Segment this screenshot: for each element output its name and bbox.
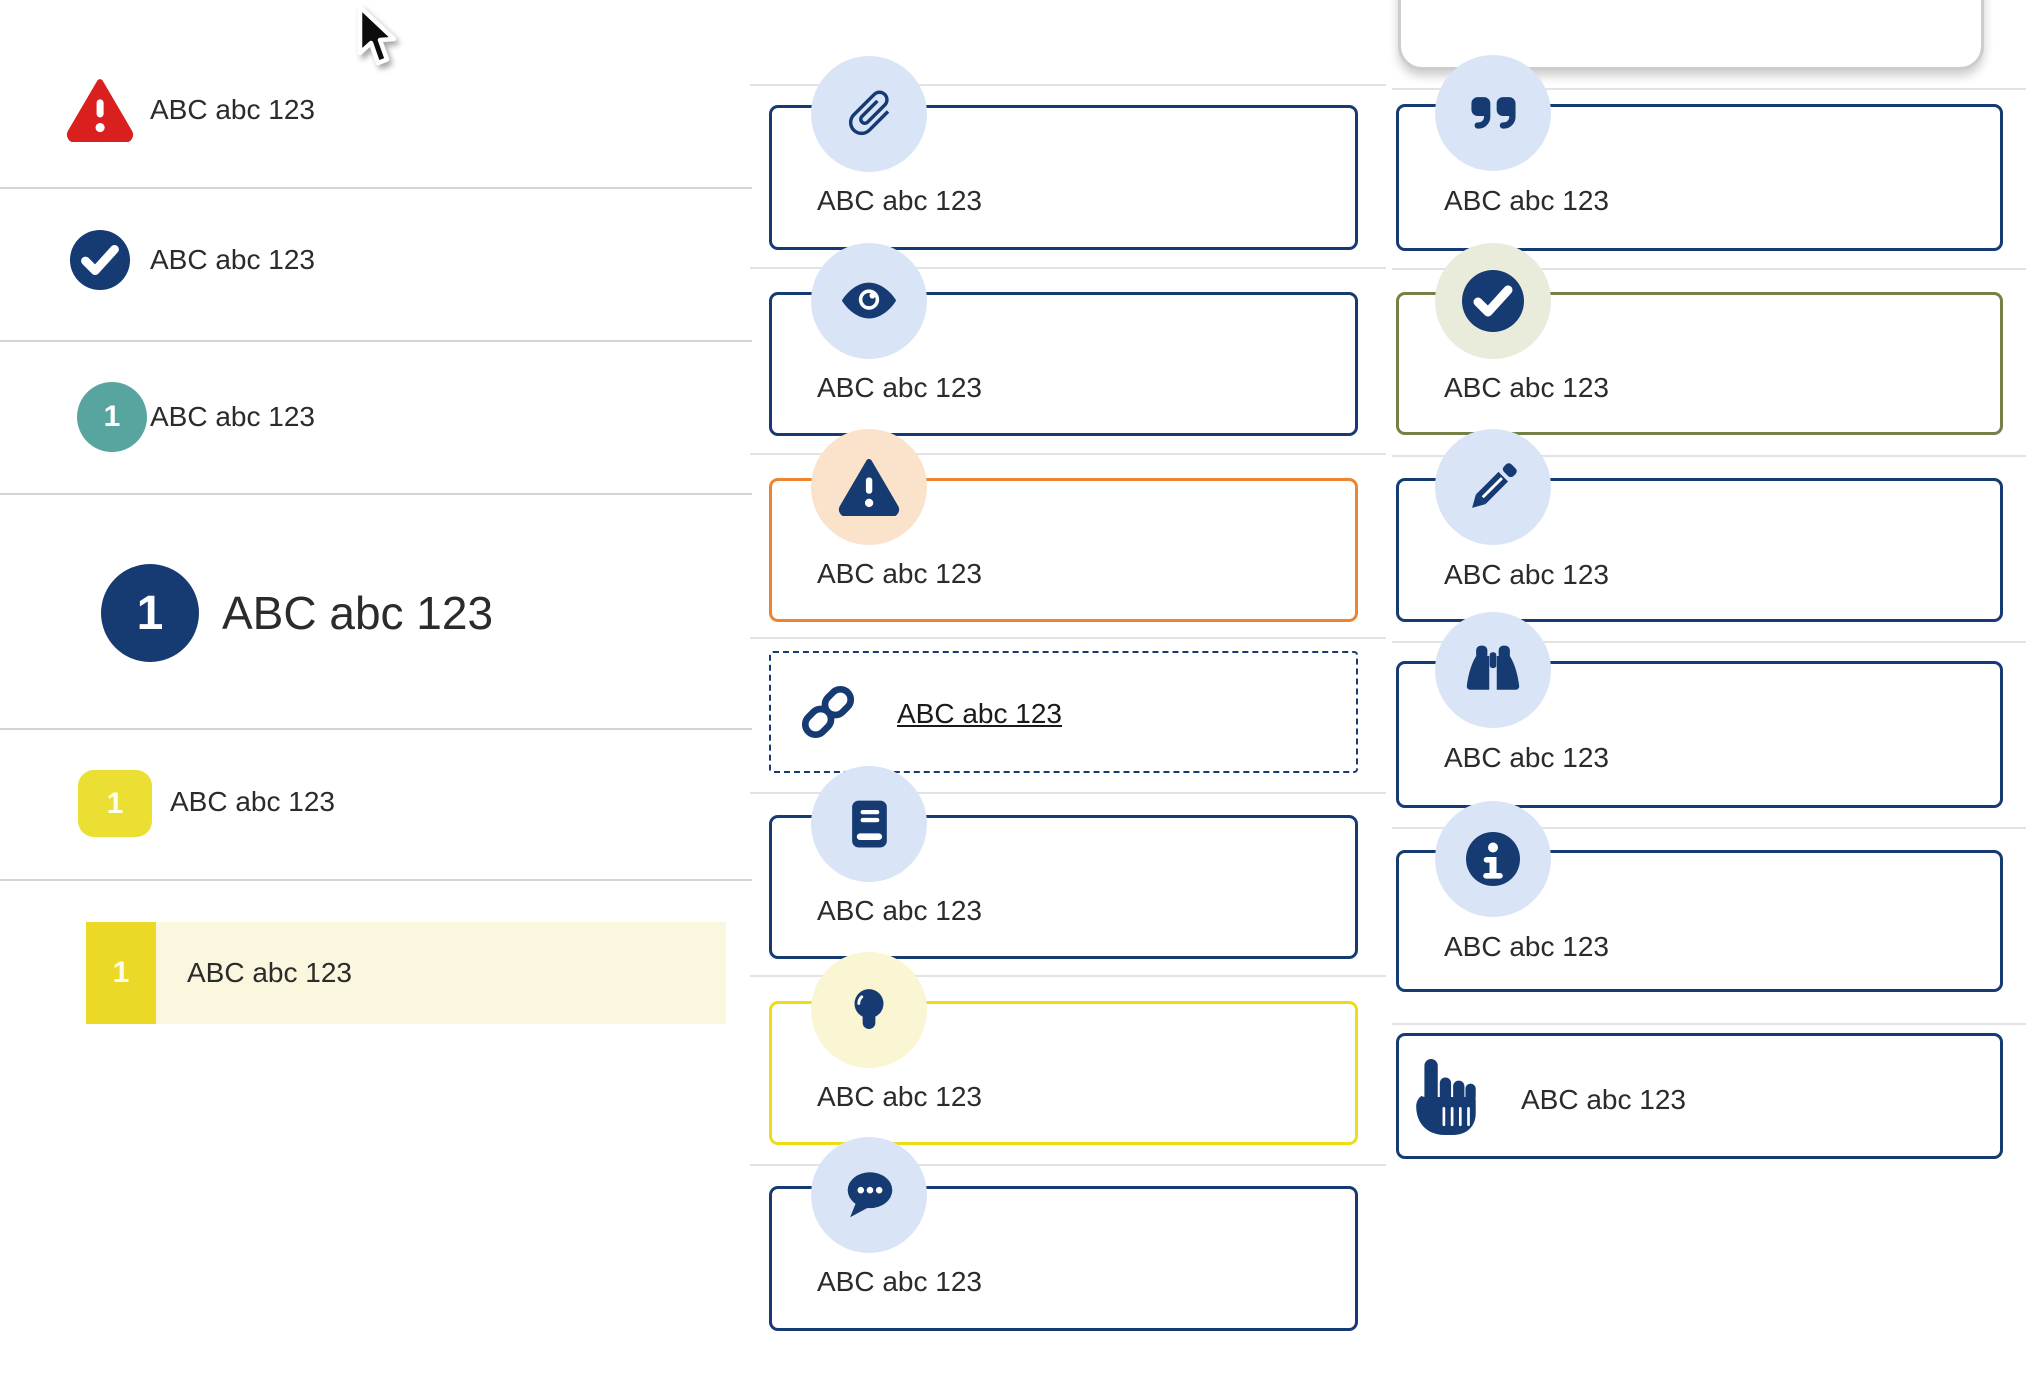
link-callout-box: ABC abc 123 <box>769 651 1358 773</box>
number-badge-large: 1 <box>101 564 199 662</box>
card-label: ABC abc 123 <box>1444 742 1609 773</box>
divider <box>0 340 752 342</box>
check-circle-icon <box>69 229 131 291</box>
mouse-cursor-icon <box>356 4 404 74</box>
binoculars-icon <box>1435 612 1551 728</box>
highlighted-list-row[interactable]: 1 ABC abc 123 <box>86 922 726 1024</box>
number-badge-yellow-block: 1 <box>86 922 156 1024</box>
card-label: ABC abc 123 <box>817 558 982 589</box>
callout-card-book: ABC abc 123 <box>769 766 1358 959</box>
divider <box>1392 455 2026 457</box>
callout-card-quote: ABC abc 123 <box>1396 55 2003 251</box>
divider <box>750 637 1386 639</box>
divider <box>1392 1023 2026 1025</box>
divider <box>1392 88 2026 90</box>
speech-bubble-icon <box>811 1137 927 1253</box>
pencil-icon <box>1435 429 1551 545</box>
callout-card-success: ABC abc 123 <box>1396 243 2003 435</box>
callout-card-attachment: ABC abc 123 <box>769 56 1358 250</box>
list-item-label-large: ABC abc 123 <box>222 587 494 639</box>
card-label: ABC abc 123 <box>1444 559 1609 590</box>
card-label: ABC abc 123 <box>817 1081 982 1112</box>
book-icon <box>811 766 927 882</box>
card-label: ABC abc 123 <box>1444 185 1609 216</box>
divider <box>0 187 752 189</box>
divider <box>750 267 1386 269</box>
alert-triangle-icon <box>811 429 927 545</box>
callout-card-comment: ABC abc 123 <box>769 1137 1358 1331</box>
card-label: ABC abc 123 <box>1444 372 1609 403</box>
divider <box>750 975 1386 977</box>
list-item-label: ABC abc 123 <box>150 401 315 432</box>
info-icon <box>1435 801 1551 917</box>
callout-card-search: ABC abc 123 <box>1396 612 2003 808</box>
lightbulb-icon <box>811 952 927 1068</box>
callout-card-info: ABC abc 123 <box>1396 801 2003 992</box>
callout-card-tip: ABC abc 123 <box>769 952 1358 1145</box>
list-item-label: ABC abc 123 <box>187 957 352 988</box>
divider <box>0 879 752 881</box>
number-badge: 1 <box>77 382 147 452</box>
callout-card-edit: ABC abc 123 <box>1396 429 2003 622</box>
quote-icon <box>1435 55 1551 171</box>
card-label: ABC abc 123 <box>817 372 982 403</box>
check-circle-icon <box>1435 243 1551 359</box>
hand-pointer-icon <box>1415 1057 1481 1137</box>
divider <box>0 728 752 730</box>
paperclip-icon <box>811 56 927 172</box>
callout-card-view: ABC abc 123 <box>769 243 1358 436</box>
divider <box>1392 268 2026 270</box>
card-label: ABC abc 123 <box>817 1266 982 1297</box>
divider <box>0 493 752 495</box>
card-label: ABC abc 123 <box>817 895 982 926</box>
divider <box>750 453 1386 455</box>
divider <box>750 1164 1386 1166</box>
divider <box>1392 827 2026 829</box>
divider <box>750 84 1386 86</box>
card-label: ABC abc 123 <box>1444 931 1609 962</box>
alert-triangle-icon <box>66 78 134 142</box>
list-item-label: ABC abc 123 <box>150 244 315 275</box>
callout-link[interactable]: ABC abc 123 <box>897 698 1062 729</box>
card-label: ABC abc 123 <box>1521 1084 1686 1115</box>
link-icon <box>795 679 861 745</box>
list-item-label: ABC abc 123 <box>150 94 315 125</box>
callout-card-action[interactable]: ABC abc 123 <box>1396 1033 2003 1159</box>
divider <box>1392 641 2026 643</box>
callout-card-warning: ABC abc 123 <box>769 429 1358 622</box>
divider <box>750 792 1386 794</box>
number-badge-yellow: 1 <box>78 770 152 837</box>
eye-icon <box>811 243 927 359</box>
card-label: ABC abc 123 <box>817 185 982 216</box>
list-item-label: ABC abc 123 <box>170 786 335 817</box>
